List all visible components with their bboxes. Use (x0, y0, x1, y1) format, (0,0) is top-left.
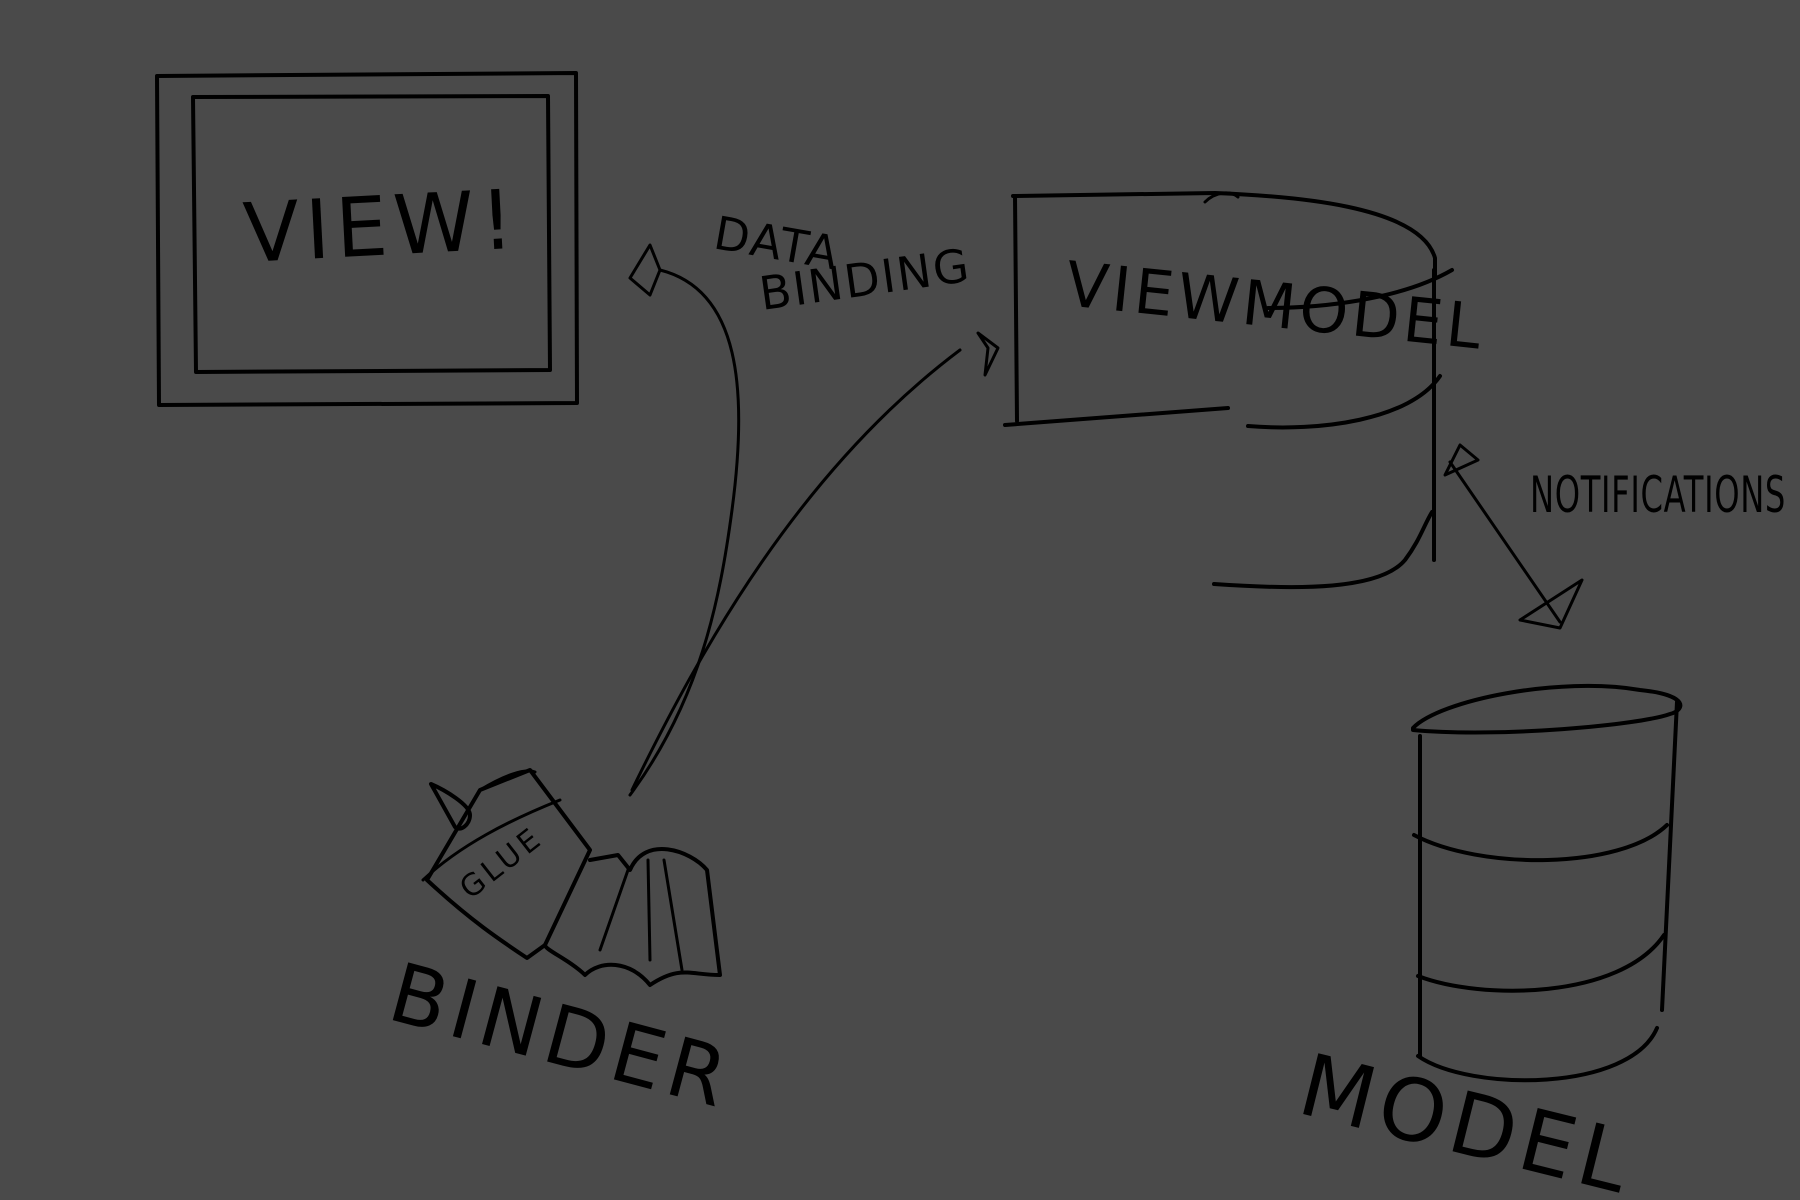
glue-bottle-body (425, 768, 592, 960)
viewmodel-left-side (1013, 194, 1019, 423)
data-binding-annotation: DATA BINDING (710, 206, 974, 321)
edge-binder-to-view (628, 243, 741, 797)
edge-binder-view-line (628, 268, 741, 797)
viewmodel-node: VIEWMODEL (1003, 191, 1489, 590)
glue-bottle-top (478, 769, 537, 792)
viewmodel-front-bottom (1003, 406, 1230, 427)
notifications-line (1448, 460, 1562, 624)
edge-viewmodel-model-notifications: NOTIFICATIONS (1443, 443, 1786, 630)
model-right-side (1660, 700, 1679, 1012)
model-band-2 (1416, 933, 1666, 993)
model-label: MODEL (1290, 1035, 1644, 1200)
viewmodel-label: VIEWMODEL (1062, 247, 1488, 364)
viewmodel-band-2 (1246, 374, 1442, 430)
edge-binder-to-viewmodel (630, 331, 1000, 792)
view-outer-frame (155, 71, 579, 407)
viewmodel-bottom (1212, 510, 1434, 590)
viewmodel-top-edge (1203, 191, 1240, 204)
bat-wing-icon (543, 847, 722, 987)
glue-bottle-label-band (421, 798, 562, 882)
edge-binder-viewmodel-arrowhead (976, 331, 1000, 377)
view-node: VIEW! (155, 71, 579, 407)
glue-bottle-nozzle (429, 782, 472, 831)
view-label: VIEW! (241, 173, 522, 282)
model-node: MODEL (1290, 683, 1683, 1200)
notifications-label: NOTIFICATIONS (1530, 466, 1786, 524)
edge-binder-viewmodel-line (630, 348, 962, 792)
notifications-arrowhead-top (1443, 443, 1480, 477)
view-inner-screen (191, 94, 552, 374)
model-bottom (1416, 1026, 1659, 1083)
notifications-arrowhead-bottom (1518, 578, 1584, 630)
bat-wing-ribs (598, 858, 684, 972)
model-band-1 (1412, 823, 1669, 863)
model-top-ellipse (1411, 683, 1683, 735)
binder-node: GLUE BINDER (380, 768, 742, 1128)
viewmodel-band-1 (1266, 268, 1454, 310)
edge-binder-view-arrowhead (628, 243, 662, 297)
glue-label: GLUE (453, 820, 550, 906)
